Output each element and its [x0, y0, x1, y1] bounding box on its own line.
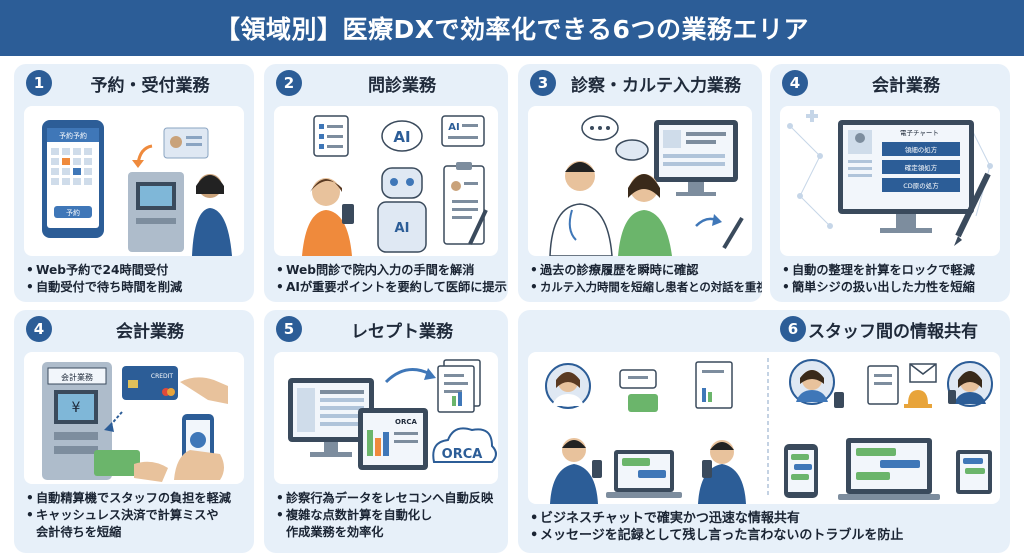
examination-illustration	[528, 106, 752, 256]
bullet-item: •キャッシュレス決済で計算ミスや	[26, 508, 219, 522]
phone-header-label: 予約予約	[59, 131, 87, 140]
card-number-badge: 1	[26, 70, 52, 96]
screen-row-3: CD原の処方	[903, 181, 939, 190]
card-bullets: •自動の整理を計算をロックで軽減 •簡単シジの扱い出した力性を短縮	[782, 262, 1002, 296]
card-accounting-payment: 4 会計業務 会計業務 ¥ CREDIT •自動精算機でスタッ	[14, 310, 254, 553]
bullet-item: 会計待ちを短縮	[36, 525, 122, 539]
interview-illustration: AI AI AI	[274, 106, 498, 256]
machine-label: 会計業務	[61, 372, 93, 382]
card-accounting-ehr: 4 会計業務 電子チャート 領細の処方 確定領処方 CD原の処方	[770, 64, 1010, 302]
bullet-item: •過去の診療履歴を瞬時に確認	[530, 263, 699, 277]
card-bullets: •過去の診療履歴を瞬時に確認 •カルテ入力時間を短縮し患者との対話を重視	[530, 262, 762, 296]
bullet-item: •Web問診で院内入力の手間を解消	[276, 263, 475, 277]
staff-sharing-illustration	[528, 352, 1000, 504]
bullet-item: •ビジネスチャットで確実かつ迅速な情報共有	[530, 511, 800, 526]
card-title: 診察・カルテ入力業務	[571, 75, 741, 96]
screen-row-1: 領細の処方	[905, 145, 938, 154]
bullet-item: •複雑な点数計算を自動化し	[276, 508, 433, 522]
phone-button-label: 予約	[66, 208, 80, 217]
orca-cloud-label: ORCA	[442, 447, 483, 462]
card-number-badge: 3	[530, 70, 556, 96]
card-examination: 3 診察・カルテ入力業務 •過去の診療履歴を瞬時に確認 •カル	[518, 64, 762, 302]
card-staff-sharing: 6 スタッフ間の情報共有	[518, 310, 1010, 553]
card-number-badge: 6	[780, 316, 806, 342]
card-number-badge: 4	[782, 70, 808, 96]
card-number-badge: 2	[276, 70, 302, 96]
card-title: 予約・受付業務	[90, 75, 210, 96]
screen-header-label: 電子チャート	[900, 129, 939, 137]
yen-symbol: ¥	[72, 400, 81, 416]
bullet-item: •診察行為データをレセコンへ自動反映	[276, 491, 494, 505]
robot-chest-label: AI	[395, 221, 410, 236]
card-title: スタッフ間の情報共有	[808, 321, 978, 342]
page-title: 【領域別】医療DXで効率化できる6つの業務エリア	[0, 0, 1024, 56]
ai-note-label: AI	[448, 122, 459, 133]
payment-illustration: 会計業務 ¥ CREDIT	[24, 352, 244, 484]
card-bullets: •ビジネスチャットで確実かつ迅速な情報共有 •メッセージを記録として残し言った言…	[530, 510, 1002, 544]
card-title: 問診業務	[368, 75, 436, 96]
card-interview: 2 問診業務 AI AI AI •	[264, 64, 508, 302]
bullet-item: •自動精算機でスタッフの負担を軽減	[26, 491, 231, 505]
card-number-badge: 4	[26, 316, 52, 342]
ai-bubble-label: AI	[393, 128, 410, 146]
bullet-item: •メッセージを記録として残し言った言わないのトラブルを防止	[530, 528, 904, 543]
card-number-badge: 5	[276, 316, 302, 342]
card-reservation: 1 予約・受付業務 予約予約 予約	[14, 64, 254, 302]
screen-row-2: 確定領処方	[905, 163, 938, 172]
card-bullets: •Web問診で院内入力の手間を解消 •AIが重要ポイントを要約して医師に提示	[276, 262, 507, 296]
orca-screen-label: ORCA	[395, 418, 417, 426]
card-title: レセプト業務	[351, 321, 453, 342]
bullet-item: •AIが重要ポイントを要約して医師に提示	[276, 280, 507, 294]
card-bullets: •診察行為データをレセコンへ自動反映 •複雑な点数計算を自動化し 作成業務を効率…	[276, 490, 500, 541]
card-bullets: •Web予約で24時間受付 •自動受付で待ち時間を削減	[26, 262, 246, 296]
card-bullets: •自動精算機でスタッフの負担を軽減 •キャッシュレス決済で計算ミスや 会計待ちを…	[26, 490, 246, 541]
card-receipt: 5 レセプト業務 ORCA ORCA	[264, 310, 508, 553]
accounting-ehr-illustration: 電子チャート 領細の処方 確定領処方 CD原の処方	[780, 106, 1000, 256]
receipt-illustration: ORCA ORCA	[274, 352, 498, 484]
bullet-item: •簡単シジの扱い出した力性を短縮	[782, 280, 975, 294]
bullet-item: •自動の整理を計算をロックで軽減	[782, 263, 975, 277]
reservation-illustration: 予約予約 予約	[24, 106, 244, 256]
bullet-item: •自動受付で待ち時間を削減	[26, 280, 183, 294]
bullet-item: 作成業務を効率化	[286, 525, 384, 539]
bullet-item: •カルテ入力時間を短縮し患者との対話を重視	[530, 280, 762, 294]
card-title: 会計業務	[872, 75, 940, 96]
card-label: CREDIT	[151, 373, 174, 380]
bullet-item: •Web予約で24時間受付	[26, 263, 169, 277]
card-title: 会計業務	[116, 321, 184, 342]
